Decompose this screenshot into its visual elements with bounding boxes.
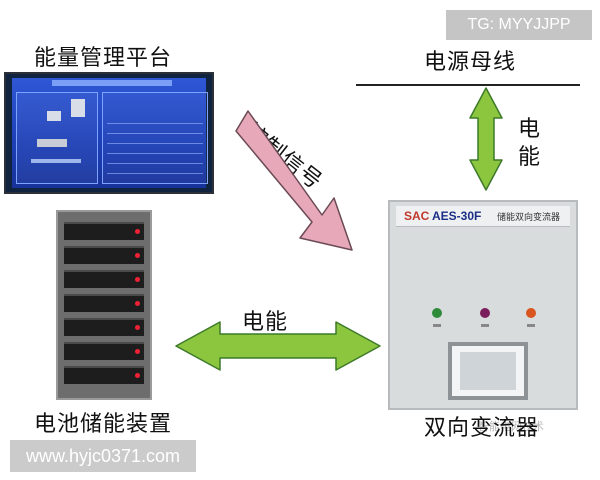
- cabinet-display-window: [448, 342, 528, 400]
- screen-left-panel: [16, 92, 98, 184]
- indicator-lamp-orange: [526, 308, 536, 318]
- converter-label: 双向变流器: [424, 416, 540, 441]
- battery-rack: [56, 210, 152, 400]
- cabinet-nameplate: SAC AES-30F 储能双向变流器: [396, 206, 570, 227]
- brand-logo: SAC: [404, 209, 430, 223]
- bus-label: 电源母线: [424, 50, 517, 75]
- platform-label: 能量管理平台: [34, 46, 173, 71]
- battery-label: 电池储能装置: [34, 412, 173, 437]
- url-watermark: www.hyjc0371.com: [10, 440, 196, 472]
- device-name: 储能双向变流器: [496, 213, 560, 223]
- screen-title-bar: [52, 80, 172, 86]
- energy-vertical-arrow: [469, 87, 503, 191]
- model-number: AES-30F: [432, 209, 482, 223]
- control-signal-arrow: [235, 110, 353, 251]
- energy-vertical-label: 电能: [518, 117, 542, 170]
- indicator-lamp-purple: [480, 308, 490, 318]
- tag-overlay: TG: MYYJJPP: [446, 10, 592, 40]
- bidirectional-converter-cabinet: SAC AES-30F 储能双向变流器: [388, 200, 578, 410]
- text-watermark: 智能电网技术: [478, 420, 544, 433]
- screen-right-panel: [102, 92, 208, 184]
- energy-management-monitor: [4, 72, 214, 194]
- energy-horizontal-label: 电能: [242, 310, 289, 335]
- energy-horizontal-arrow: [175, 321, 381, 371]
- monitor-screen: [12, 78, 208, 188]
- power-bus-line: [356, 84, 580, 86]
- indicator-lamp-green: [432, 308, 442, 318]
